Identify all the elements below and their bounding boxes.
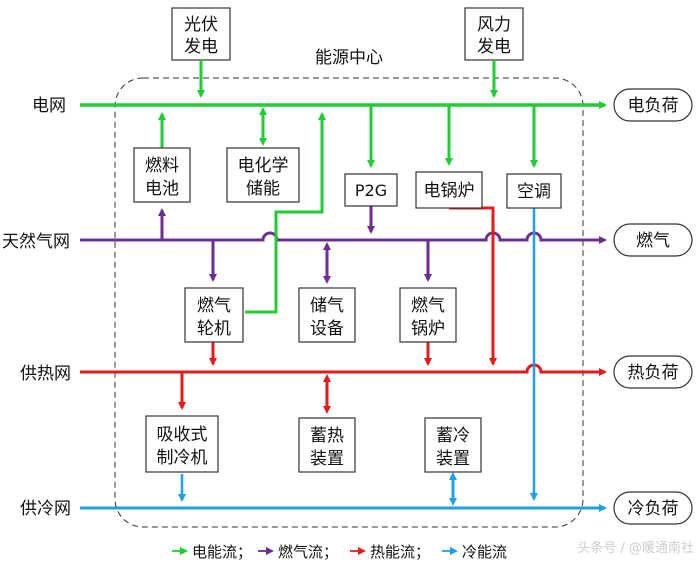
- energy-hub-boundary: [114, 77, 584, 528]
- svg-text:电能流；: 电能流；: [192, 543, 252, 561]
- svg-text:燃气: 燃气: [411, 296, 445, 316]
- device-electrochemical-storage: 电化学 储能: [226, 147, 300, 203]
- svg-text:发电: 发电: [477, 37, 511, 57]
- svg-text:空调: 空调: [517, 182, 551, 202]
- svg-text:P2G: P2G: [355, 181, 387, 200]
- svg-text:制冷机: 制冷机: [157, 448, 208, 468]
- heat-bus: [80, 363, 607, 376]
- svg-text:锅炉: 锅炉: [411, 319, 445, 339]
- load-cold: 冷负荷: [613, 491, 693, 525]
- device-p2g: P2G: [344, 173, 398, 207]
- svg-text:电锅炉: 电锅炉: [424, 181, 475, 201]
- watermark: 头条号 / @暖通南社: [577, 540, 694, 556]
- svg-text:电负荷: 电负荷: [628, 96, 679, 116]
- svg-text:吸收式: 吸收式: [157, 425, 208, 445]
- flow-gasturbine-to-grid: [245, 112, 326, 314]
- svg-text:燃气: 燃气: [197, 296, 231, 316]
- device-gas-turbine: 燃气 轮机: [184, 287, 244, 343]
- svg-text:储气: 储气: [310, 296, 344, 316]
- svg-text:燃气流；: 燃气流；: [278, 543, 338, 561]
- svg-text:轮机: 轮机: [197, 319, 231, 339]
- svg-text:设备: 设备: [310, 319, 344, 339]
- load-heat: 热负荷: [613, 355, 693, 389]
- svg-text:发电: 发电: [184, 37, 218, 57]
- svg-text:电化学: 电化学: [238, 156, 289, 176]
- svg-text:风力: 风力: [477, 15, 511, 35]
- load-gas: 燃气: [613, 223, 693, 257]
- svg-text:装置: 装置: [436, 449, 470, 469]
- gas-bus: [80, 231, 607, 244]
- svg-text:燃气: 燃气: [636, 231, 670, 251]
- svg-text:储能: 储能: [246, 179, 280, 199]
- pv-generation-box: 光伏 发电: [171, 7, 231, 61]
- network-label-heat: 供热网: [20, 364, 71, 384]
- device-absorption-chiller: 吸收式 制冷机: [145, 415, 219, 473]
- network-label-grid: 电网: [32, 96, 66, 116]
- legend: 电能流； 燃气流； 热能流； 冷能流: [172, 543, 507, 561]
- device-gas-boiler: 燃气 锅炉: [399, 287, 457, 343]
- energy-hub-title: 能源中心: [315, 48, 383, 68]
- network-label-gas: 天然气网: [2, 232, 70, 252]
- legend-item-electric: 电能流；: [172, 543, 252, 561]
- legend-item-cold: 冷能流: [442, 543, 507, 561]
- device-heat-storage: 蓄热 装置: [298, 417, 356, 473]
- legend-item-heat: 热能流；: [350, 543, 430, 561]
- svg-text:冷负荷: 冷负荷: [628, 499, 679, 519]
- wind-generation-box: 风力 发电: [464, 7, 524, 61]
- device-cold-storage: 蓄冷 装置: [424, 417, 482, 473]
- svg-text:蓄冷: 蓄冷: [436, 426, 470, 446]
- legend-item-gas: 燃气流；: [258, 543, 338, 561]
- device-gas-storage: 储气 设备: [298, 287, 356, 343]
- svg-text:燃料: 燃料: [145, 156, 179, 176]
- network-label-cold: 供冷网: [20, 499, 71, 519]
- device-electric-boiler: 电锅炉: [415, 171, 483, 209]
- svg-text:电池: 电池: [145, 179, 179, 199]
- load-electric: 电负荷: [613, 88, 693, 122]
- device-fuel-cell: 燃料 电池: [133, 147, 191, 203]
- svg-text:冷能流: 冷能流: [462, 543, 507, 561]
- svg-text:光伏: 光伏: [184, 15, 218, 35]
- svg-text:热负荷: 热负荷: [628, 363, 679, 383]
- svg-text:蓄热: 蓄热: [310, 426, 344, 446]
- svg-text:热能流；: 热能流；: [370, 543, 430, 561]
- svg-text:装置: 装置: [310, 449, 344, 469]
- device-air-conditioner: 空调: [506, 173, 562, 209]
